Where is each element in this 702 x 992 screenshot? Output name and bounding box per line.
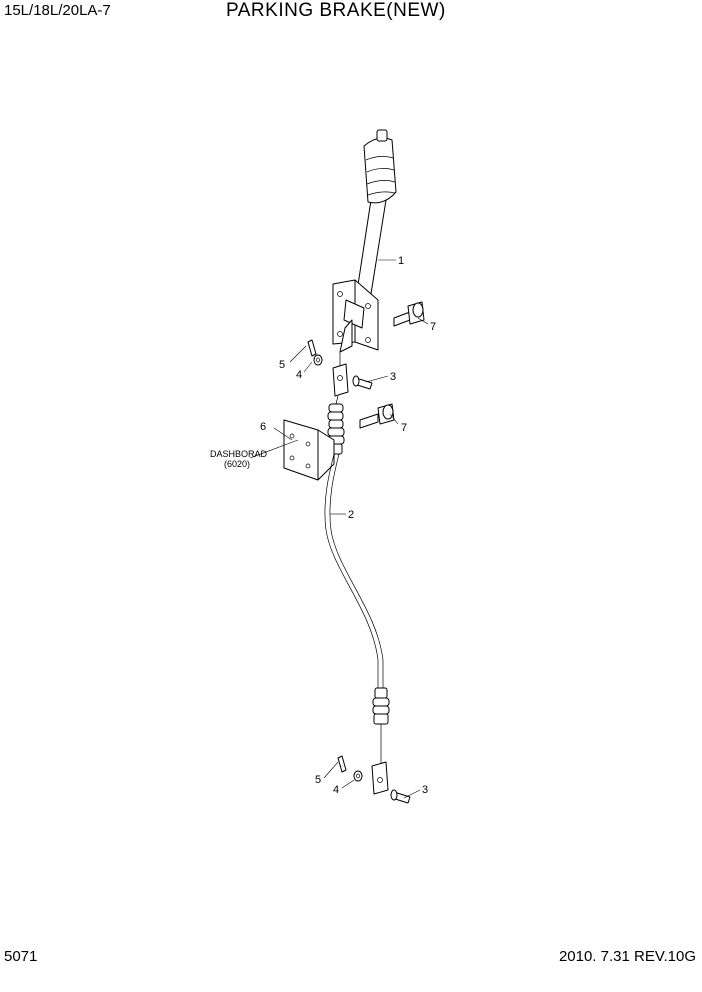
bolt-upper — [393, 301, 425, 327]
clevis-lower — [371, 761, 389, 795]
callout-split-pin-upper: 5 — [279, 359, 285, 371]
split-pin-upper — [307, 339, 317, 357]
callout-bracket: 6 — [260, 421, 266, 433]
dashboard-bracket — [283, 419, 335, 481]
pin-upper — [352, 375, 373, 390]
dashboard-note-line1: DASHBORAD — [210, 449, 268, 459]
brake-cable — [324, 453, 390, 766]
washer-lower — [353, 770, 363, 782]
callout-split-pin-lower: 5 — [315, 774, 321, 786]
callout-pin-lower: 3 — [422, 784, 428, 796]
pin-lower — [390, 789, 411, 804]
callout-cable: 2 — [348, 509, 354, 521]
brake-lever — [332, 129, 397, 353]
callout-bolt-upper: 7 — [430, 321, 436, 333]
page-number: 5071 — [4, 948, 38, 965]
dashboard-note-line2: (6020) — [224, 459, 250, 469]
callout-lever: 1 — [398, 255, 404, 267]
split-pin-lower — [337, 755, 347, 773]
page-title: PARKING BRAKE(NEW) — [226, 0, 446, 21]
callout-washer-lower: 4 — [333, 784, 339, 796]
leader-lines — [249, 259, 429, 799]
callout-bolt-mid: 7 — [401, 422, 407, 434]
model-label: 15L/18L/20LA-7 — [4, 2, 111, 19]
revision-date: 2010. 7.31 REV.10G — [558, 948, 696, 965]
washer-upper — [313, 354, 323, 366]
clevis-upper — [332, 352, 349, 397]
bolt-mid — [359, 403, 395, 429]
callout-pin-upper: 3 — [390, 371, 396, 383]
callout-washer-upper: 4 — [296, 369, 302, 381]
